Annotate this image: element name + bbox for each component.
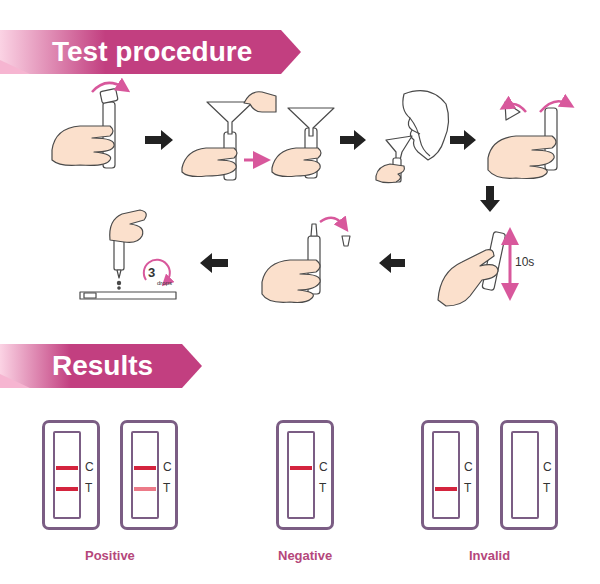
drop-count: 3 bbox=[148, 263, 155, 281]
test-line bbox=[56, 487, 78, 491]
result-label: Positive bbox=[85, 546, 135, 564]
drop-count: 3 bbox=[148, 266, 155, 280]
duration-label: 10s bbox=[515, 252, 534, 270]
result-label: Invalid bbox=[469, 549, 510, 563]
test-cassette: CT bbox=[500, 420, 558, 530]
result-window bbox=[131, 431, 159, 519]
test-line bbox=[56, 466, 78, 470]
result-window bbox=[511, 431, 539, 519]
line-marker: T bbox=[319, 481, 331, 496]
test-cassette: CT bbox=[421, 420, 479, 530]
duration-label: 10s bbox=[515, 256, 534, 269]
section-banner: Test procedure bbox=[0, 30, 300, 74]
test-line bbox=[134, 466, 156, 470]
result-window bbox=[432, 431, 460, 519]
result-window bbox=[287, 431, 315, 519]
result-window bbox=[53, 431, 81, 519]
line-marker: T bbox=[85, 481, 97, 496]
drop-unit: drops bbox=[157, 271, 172, 289]
test-cassette: CT bbox=[42, 420, 100, 530]
banner-title: Test procedure bbox=[52, 30, 252, 74]
line-marker: C bbox=[464, 460, 476, 475]
line-marker: C bbox=[85, 460, 97, 475]
test-cassette: CT bbox=[120, 420, 178, 530]
test-cassette: CT bbox=[276, 420, 334, 530]
result-label: Positive bbox=[85, 549, 135, 563]
line-marker: T bbox=[464, 481, 476, 496]
result-label: Negative bbox=[278, 546, 332, 564]
drop-unit: drops bbox=[157, 280, 172, 287]
line-marker: T bbox=[543, 481, 555, 496]
section-banner: Results bbox=[0, 344, 201, 388]
line-marker: C bbox=[319, 460, 331, 475]
line-marker: C bbox=[543, 460, 555, 475]
result-label: Negative bbox=[278, 549, 332, 563]
line-marker: T bbox=[163, 481, 175, 496]
test-line bbox=[435, 487, 457, 491]
test-line bbox=[290, 466, 312, 470]
line-marker: C bbox=[163, 460, 175, 475]
test-line bbox=[134, 487, 156, 491]
result-label: Invalid bbox=[469, 546, 510, 564]
banner-title: Results bbox=[52, 344, 153, 388]
